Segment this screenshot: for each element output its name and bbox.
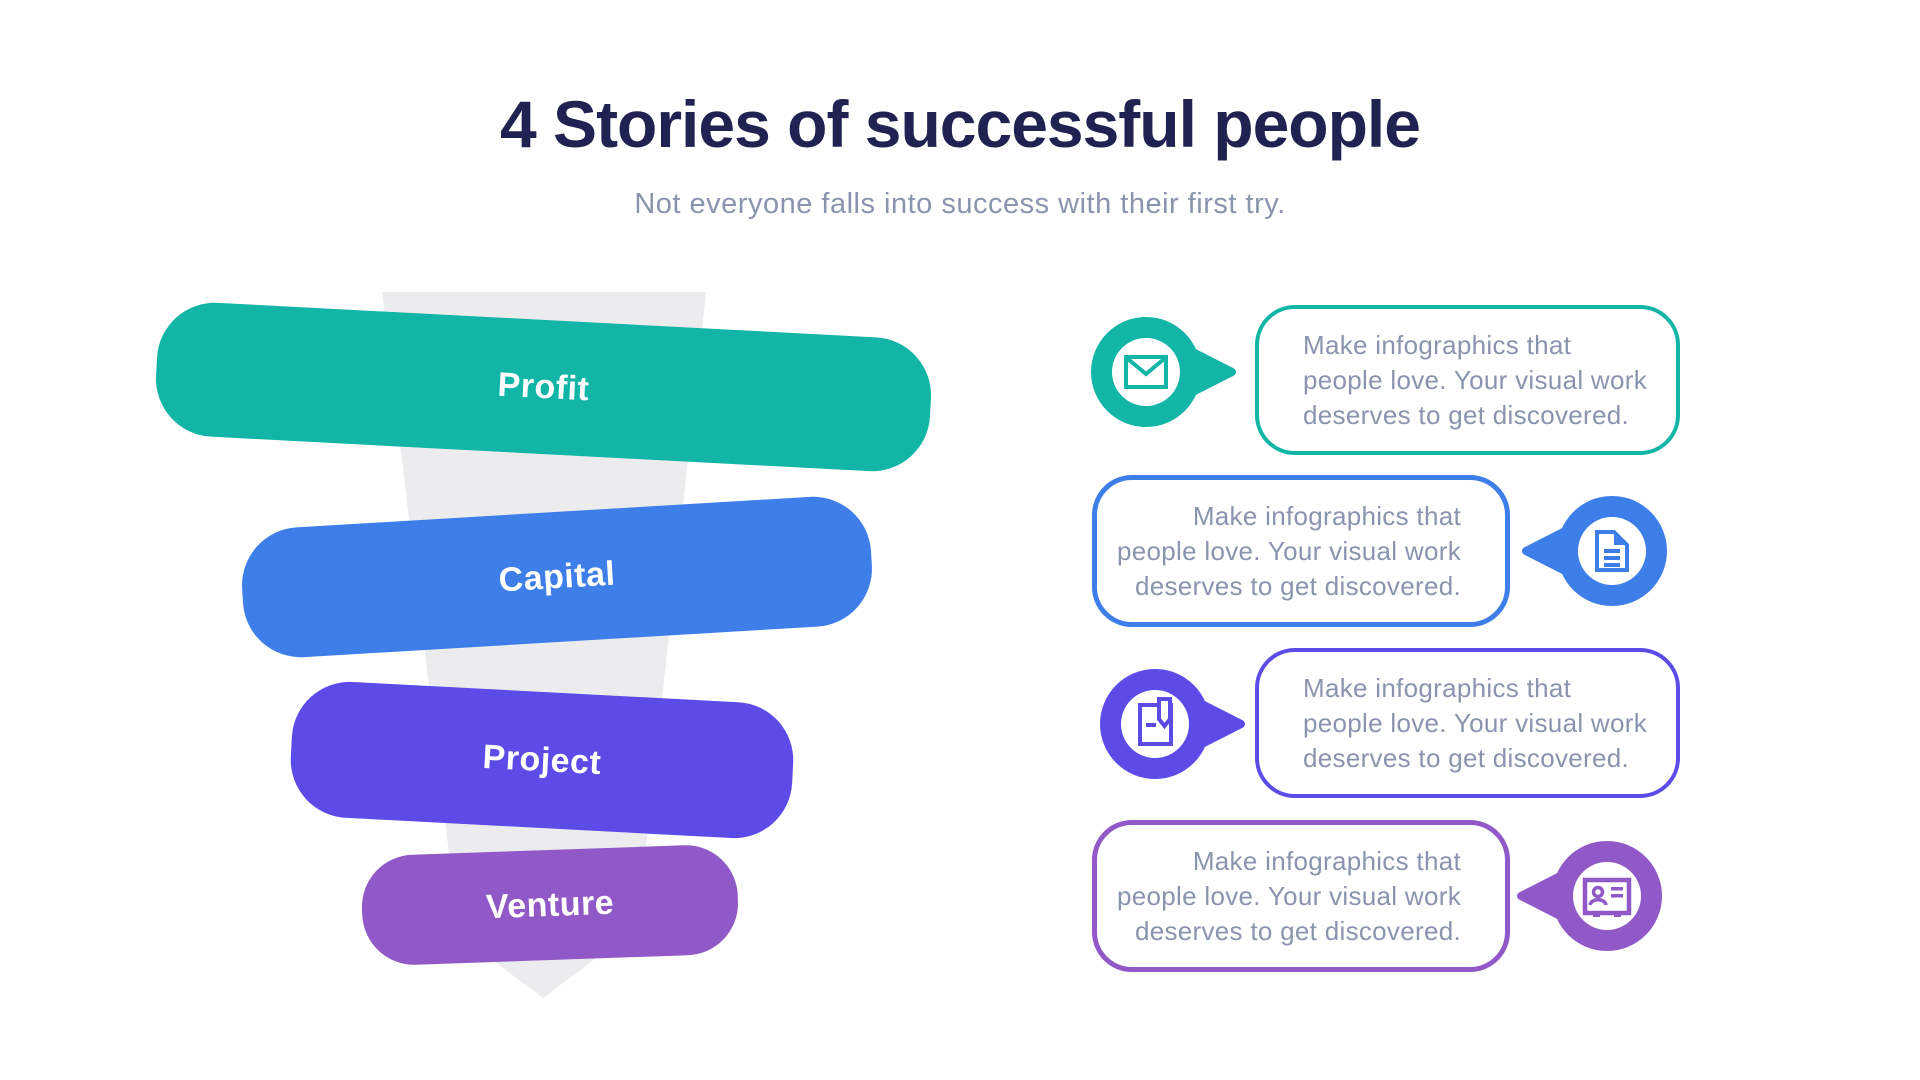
- funnel-stage-project: Project: [287, 678, 797, 842]
- envelope-icon: [1091, 317, 1236, 427]
- funnel-stage-venture: Venture: [360, 843, 740, 967]
- id-card-icon: [1517, 841, 1662, 951]
- bubble-text-line: people love. Your visual work: [1303, 364, 1648, 395]
- bubble-text-line: people love. Your visual work: [1303, 707, 1648, 738]
- funnel-stage-label: Capital: [497, 554, 617, 599]
- funnel-stage-capital: Capital: [238, 493, 876, 661]
- bubble-text-line: Make infographics that: [1192, 845, 1461, 876]
- funnel-stage-label: Venture: [485, 883, 615, 926]
- bubble-text-line: Make infographics that: [1303, 672, 1572, 703]
- bubble-text-line: deserves to get discovered.: [1134, 570, 1461, 601]
- funnel-stage-label: Project: [481, 737, 603, 782]
- bubble-text-line: deserves to get discovered.: [1303, 399, 1630, 430]
- bubble-text-line: Make infographics that: [1192, 500, 1461, 531]
- speech-bubble: Make infographics that people love. Your…: [1255, 305, 1680, 455]
- speech-bubble: Make infographics that people love. Your…: [1092, 820, 1510, 972]
- funnel-stage-label: Profit: [496, 365, 591, 408]
- document-icon: [1522, 496, 1667, 606]
- page-title: 4 Stories of successful people: [500, 87, 1421, 161]
- funnel-stage-profit: Profit: [153, 299, 934, 475]
- bubble-text-line: Make infographics that: [1303, 329, 1572, 360]
- bubble-text-line: deserves to get discovered.: [1303, 742, 1630, 773]
- bubble-text-line: deserves to get discovered.: [1134, 915, 1461, 946]
- notebook-icon: [1100, 669, 1245, 779]
- bubble-text-line: people love. Your visual work: [1116, 880, 1461, 911]
- speech-bubble: Make infographics that people love. Your…: [1255, 648, 1680, 798]
- page-subtitle: Not everyone falls into success with the…: [634, 188, 1286, 220]
- speech-bubble: Make infographics that people love. Your…: [1092, 475, 1510, 627]
- bubble-text-line: people love. Your visual work: [1116, 535, 1461, 566]
